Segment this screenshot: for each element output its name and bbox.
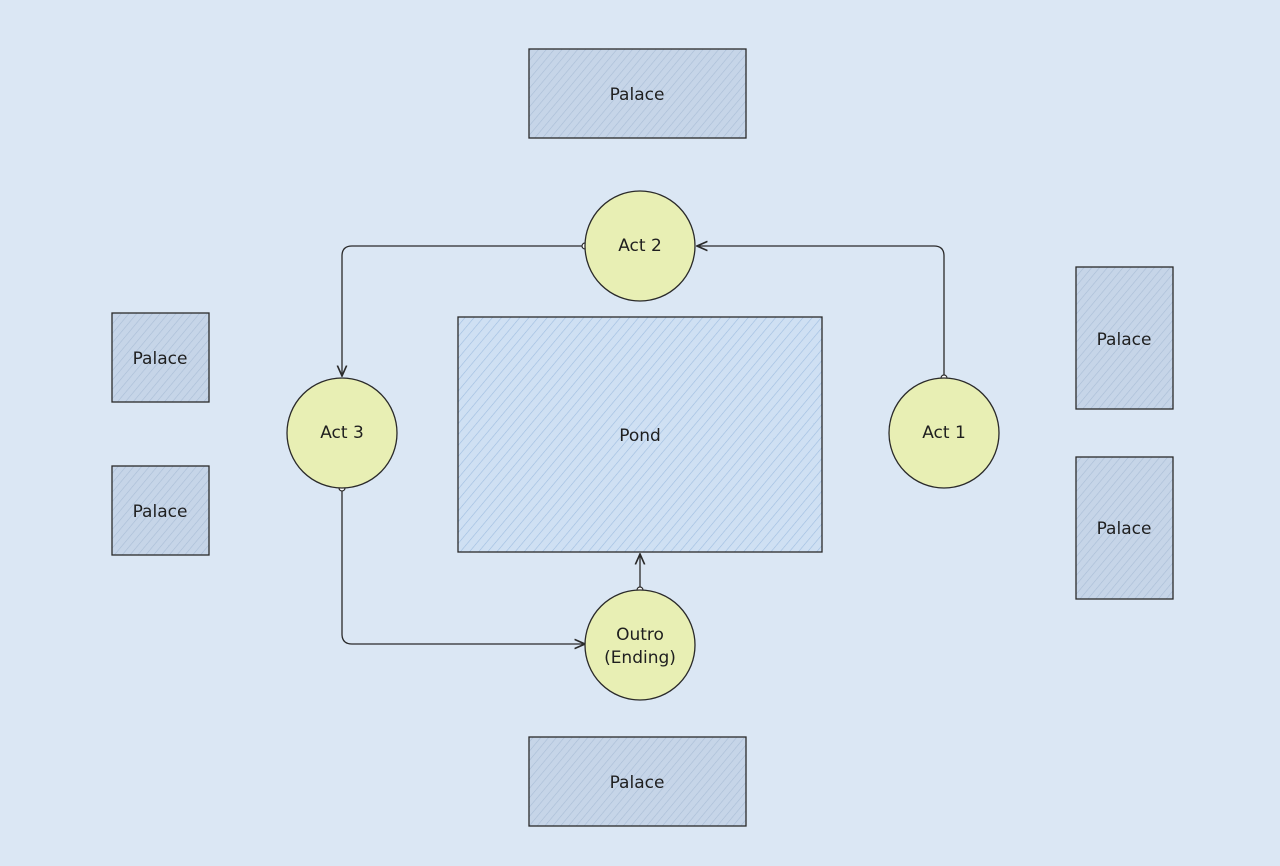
outro-label-line1: Outro	[616, 625, 664, 645]
act-1-label: Act 1	[922, 423, 966, 443]
act-1-node: Act 1	[888, 377, 1000, 489]
connector-act1-to-act2	[697, 246, 945, 378]
palace-right-lower: Palace	[1075, 456, 1174, 600]
act-2-node: Act 2	[584, 190, 696, 302]
palace-right-upper-label: Palace	[1097, 330, 1152, 350]
outro-label-line2: (Ending)	[604, 648, 676, 668]
palace-left-upper: Palace	[111, 312, 210, 403]
act-2-label: Act 2	[618, 236, 662, 256]
connector-act2-to-act3	[342, 245, 585, 376]
palace-bottom: Palace	[528, 736, 747, 827]
palace-left-upper-label: Palace	[133, 349, 188, 369]
act-3-label: Act 3	[320, 423, 364, 443]
palace-bottom-label: Palace	[610, 773, 665, 793]
pond-label: Pond	[619, 426, 661, 446]
pond: Pond	[457, 316, 823, 553]
act-3-node: Act 3	[286, 377, 398, 489]
palace-right-upper: Palace	[1075, 266, 1174, 410]
palace-left-lower: Palace	[111, 465, 210, 556]
outro-node: Outro (Ending)	[584, 589, 696, 701]
palace-top: Palace	[528, 48, 747, 139]
connector-act3-to-outro	[341, 488, 585, 644]
palace-top-label: Palace	[610, 85, 665, 105]
palace-right-lower-label: Palace	[1097, 519, 1152, 539]
palace-left-lower-label: Palace	[133, 502, 188, 522]
